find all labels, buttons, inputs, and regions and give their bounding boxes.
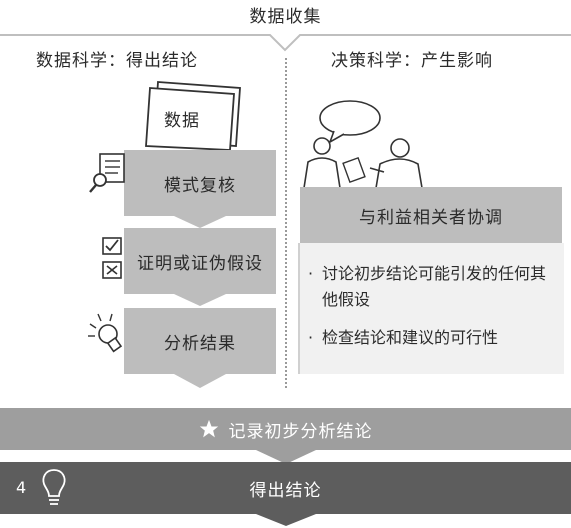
record-conclusions-label: 记录初步分析结论 [228, 421, 373, 442]
stakeholder-box-title: 与利益相关者协调 [300, 187, 562, 243]
arrow-connector [256, 514, 316, 526]
people-discussion-icon [303, 100, 423, 189]
star-icon [199, 419, 218, 438]
bullet-text: 检查结论和建议的可行性 [322, 328, 499, 347]
bullet-marker: · [308, 264, 314, 283]
list-item: · 讨论初步结论可能引发的任何其他假设 [308, 261, 558, 313]
draw-conclusions-label: 得出结论 [249, 480, 322, 501]
bullet-marker: · [308, 328, 314, 347]
data-papers-label: 数据 [164, 111, 200, 131]
checkbox-icon [102, 237, 122, 279]
step-prove-hypothesis: 证明或证伪假设 [124, 228, 276, 294]
right-column-title: 决策科学：产生影响 [331, 51, 493, 71]
checklist-magnifier-icon [89, 153, 125, 193]
step-pattern-review: 模式复核 [124, 150, 276, 216]
step-analyze-results: 分析结果 [124, 308, 276, 374]
list-item: · 检查结论和建议的可行性 [308, 325, 558, 351]
idea-bulb-icon [88, 313, 123, 353]
column-divider [285, 58, 287, 388]
data-papers: 数据 [140, 76, 250, 152]
bullet-text: 讨论初步结论可能引发的任何其他假设 [322, 264, 547, 309]
arrow-connector [174, 374, 226, 388]
left-column-title: 数据科学：得出结论 [36, 51, 198, 71]
arrow-connector [256, 450, 316, 464]
page-number: 4 [16, 478, 27, 497]
header-chevron [0, 34, 571, 52]
header-title: 数据收集 [249, 7, 322, 27]
arrow-connector [174, 294, 226, 306]
stakeholder-bullets: · 讨论初步结论可能引发的任何其他假设 · 检查结论和建议的可行性 [298, 243, 564, 374]
lightbulb-icon [42, 469, 66, 505]
arrow-connector [174, 216, 226, 228]
draw-conclusions-bar: 得出结论 [0, 462, 571, 514]
record-conclusions-bar: 记录初步分析结论 [0, 408, 571, 450]
